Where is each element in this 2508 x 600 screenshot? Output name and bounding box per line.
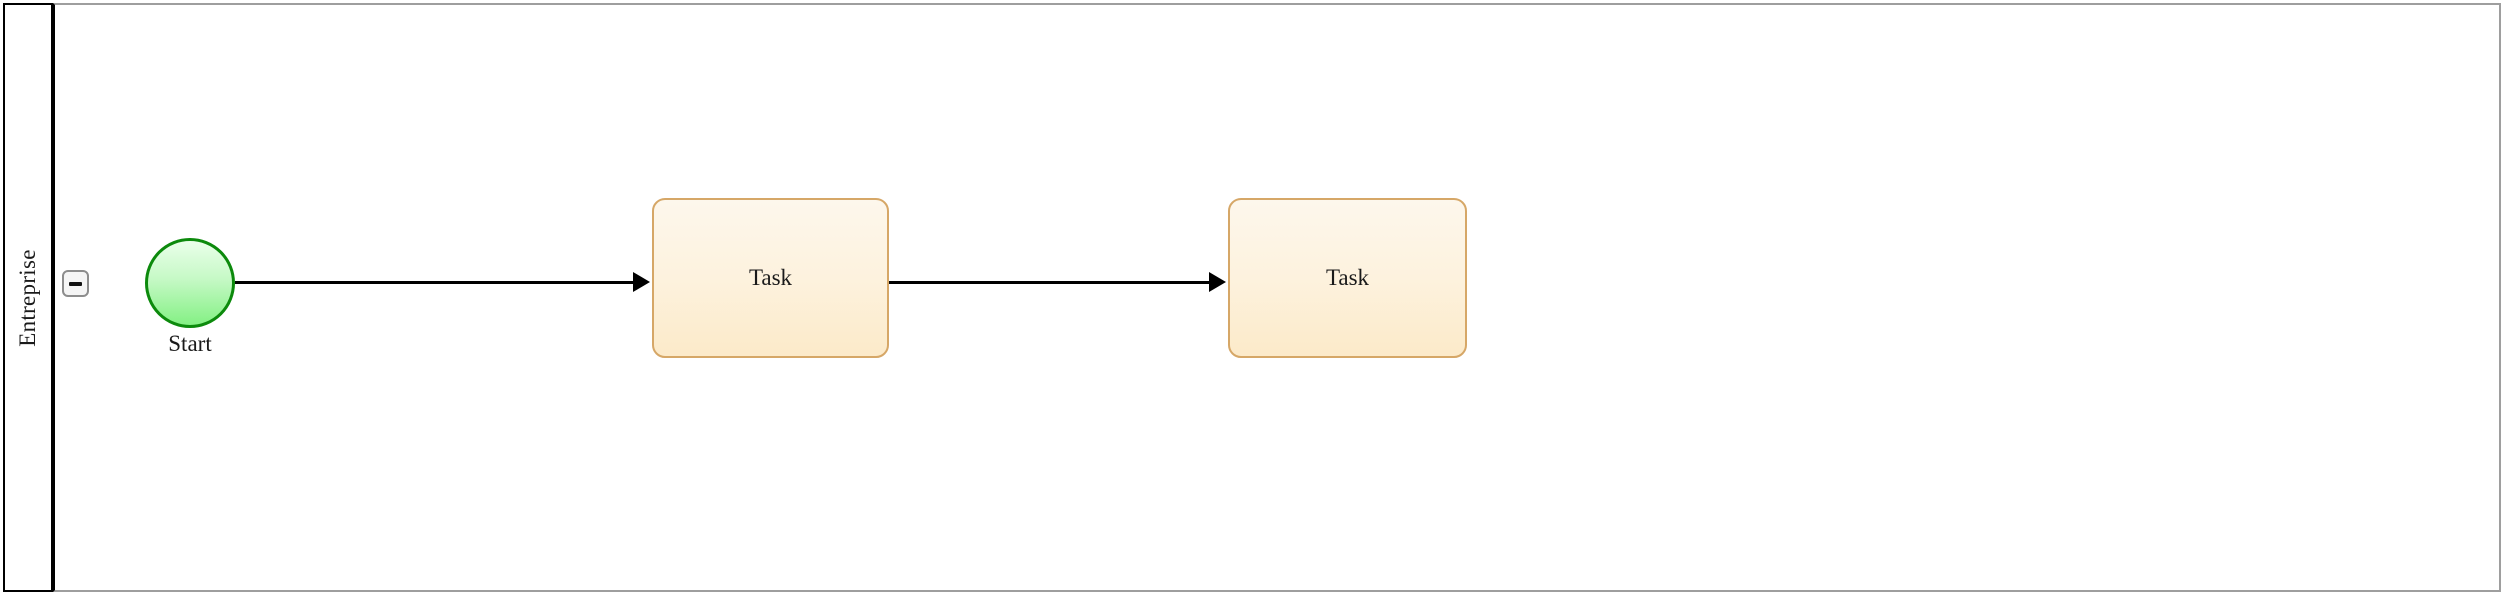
task-node-2[interactable]: Task bbox=[1228, 198, 1467, 358]
arrowhead-icon bbox=[1209, 272, 1226, 292]
task-node-1-label: Task bbox=[748, 265, 793, 290]
minus-icon bbox=[69, 281, 82, 286]
pool-header-band[interactable]: Entreprise bbox=[3, 3, 53, 592]
pool-name-label: Entreprise bbox=[15, 248, 40, 347]
sequence-flow-task1-to-task2[interactable] bbox=[889, 281, 1209, 284]
task-node-1[interactable]: Task bbox=[652, 198, 889, 358]
sequence-flow-start-to-task1[interactable] bbox=[235, 281, 633, 284]
task-node-2-label: Task bbox=[1325, 265, 1370, 290]
start-event-node[interactable] bbox=[145, 238, 235, 328]
arrowhead-icon bbox=[633, 272, 650, 292]
start-event-label: Start bbox=[168, 331, 212, 356]
collapse-toggle-button[interactable] bbox=[62, 270, 89, 297]
